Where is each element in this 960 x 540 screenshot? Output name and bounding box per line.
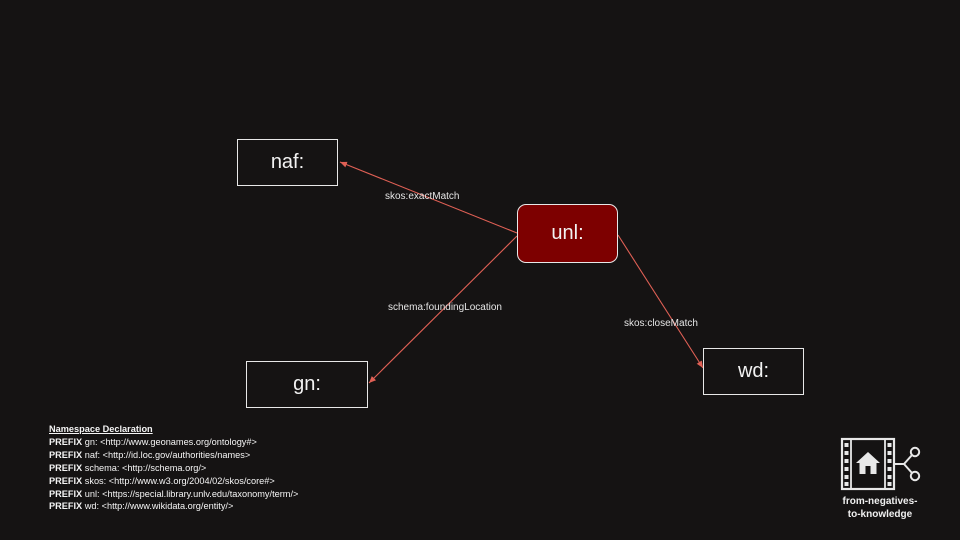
namespace-declaration: Namespace Declaration PREFIX gn: <http:/… [49,423,298,513]
logo: from-negatives- to-knowledge [836,437,924,521]
prefix-text: schema: <http://schema.org/> [84,462,207,473]
prefix-line: PREFIX unl: <https://special.library.unl… [49,488,298,501]
logo-line-1: from-negatives- [842,496,918,507]
prefix-line: PREFIX skos: <http://www.w3.org/2004/02/… [49,475,298,488]
edge-close-match [617,234,704,369]
prefix-line: PREFIX gn: <http://www.geonames.org/onto… [49,436,298,449]
prefix-text: naf: <http://id.loc.gov/authorities/name… [84,449,251,460]
prefix-text: gn: <http://www.geonames.org/ontology#> [84,436,257,447]
prefix-keyword: PREFIX [49,488,83,499]
node-gn[interactable]: gn: [246,361,368,408]
prefix-keyword: PREFIX [49,436,83,447]
prefix-keyword: PREFIX [49,449,83,460]
logo-line-2: to-knowledge [847,508,913,520]
film-house-graph-icon [840,437,921,491]
logo-text: from-negatives- to-knowledge [836,496,924,521]
edge-exact-match [339,161,518,234]
prefix-keyword: PREFIX [49,475,83,486]
prefix-text: skos: <http://www.w3.org/2004/02/skos/co… [84,475,275,486]
prefix-keyword: PREFIX [49,462,83,473]
node-naf-label: naf: [270,151,305,173]
edge-label-close-match: skos:closeMatch [624,318,698,329]
node-naf[interactable]: naf: [237,139,338,186]
edge-founding-location [368,235,518,384]
prefix-line: PREFIX naf: <http://id.loc.gov/authoriti… [49,449,298,462]
node-unl-label: unl: [551,222,584,244]
prefix-line: PREFIX wd: <http://www.wikidata.org/enti… [49,500,298,513]
edge-label-founding-location: schema:foundingLocation [388,302,502,313]
node-wd[interactable]: wd: [703,348,804,395]
node-wd-label: wd: [737,360,770,382]
prefix-line: PREFIX schema: <http://schema.org/> [49,462,298,475]
prefix-text: wd: <http://www.wikidata.org/entity/> [84,501,234,512]
node-unl[interactable]: unl: [517,204,618,263]
prefix-keyword: PREFIX [49,501,83,512]
edge-label-exact-match: skos:exactMatch [385,191,460,202]
namespace-title: Namespace Declaration [49,424,153,434]
prefix-text: unl: <https://special.library.unlv.edu/t… [84,488,299,499]
node-gn-label: gn: [293,373,321,395]
